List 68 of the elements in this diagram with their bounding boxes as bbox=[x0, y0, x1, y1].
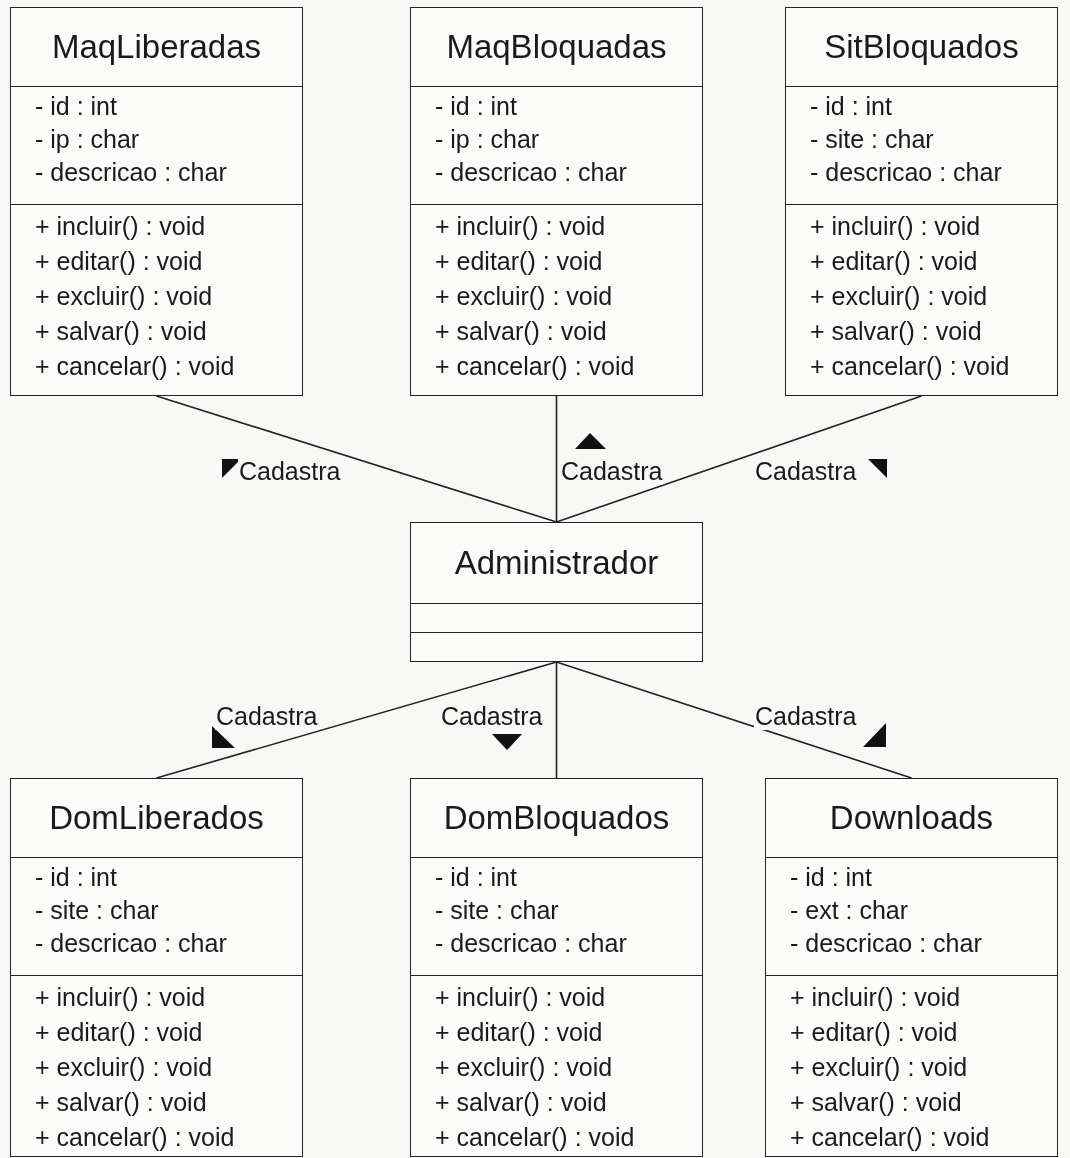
method-text: + editar() : void bbox=[435, 246, 603, 277]
attribute-text: - descricao : char bbox=[435, 157, 627, 188]
method-text: + excluir() : void bbox=[790, 1052, 968, 1083]
attribute-text: - descricao : char bbox=[810, 157, 1002, 188]
method-text: + excluir() : void bbox=[435, 1052, 613, 1083]
method-text: + excluir() : void bbox=[435, 281, 613, 312]
attribute-text: - ip : char bbox=[435, 124, 540, 155]
method-text: + salvar() : void bbox=[435, 1087, 607, 1118]
method-text: + salvar() : void bbox=[810, 316, 982, 347]
method-text: + editar() : void bbox=[810, 246, 978, 277]
class-box bbox=[765, 778, 1058, 1157]
method-text: + salvar() : void bbox=[35, 1087, 207, 1118]
method-text: + editar() : void bbox=[790, 1017, 958, 1048]
association-line bbox=[555, 661, 558, 779]
method-text: + editar() : void bbox=[35, 1017, 203, 1048]
method-text: + salvar() : void bbox=[435, 316, 607, 347]
attribute-text: - id : int bbox=[35, 862, 117, 893]
class-box bbox=[410, 778, 703, 1157]
method-text: + incluir() : void bbox=[790, 982, 961, 1013]
method-text: + cancelar() : void bbox=[35, 351, 235, 382]
class-name: MaqLiberadas bbox=[51, 28, 262, 66]
attribute-text: - id : int bbox=[35, 91, 117, 122]
association-line bbox=[555, 395, 923, 523]
association-line bbox=[155, 661, 558, 779]
class-name: Downloads bbox=[829, 799, 994, 837]
association-line bbox=[155, 395, 558, 523]
attribute-text: - id : int bbox=[435, 862, 517, 893]
association-line bbox=[555, 395, 558, 523]
method-text: + cancelar() : void bbox=[435, 1122, 635, 1153]
method-text: + incluir() : void bbox=[810, 211, 981, 242]
attribute-text: - descricao : char bbox=[435, 928, 627, 959]
method-text: + excluir() : void bbox=[35, 281, 213, 312]
attribute-text: - ip : char bbox=[35, 124, 140, 155]
class-name: SitBloquados bbox=[824, 28, 1019, 66]
class-box bbox=[10, 778, 303, 1157]
class-box bbox=[410, 7, 703, 396]
method-text: + incluir() : void bbox=[35, 211, 206, 242]
method-text: + cancelar() : void bbox=[810, 351, 1010, 382]
method-text: + salvar() : void bbox=[790, 1087, 962, 1118]
method-text: + incluir() : void bbox=[435, 211, 606, 242]
attribute-text: - descricao : char bbox=[35, 157, 227, 188]
method-text: + editar() : void bbox=[35, 246, 203, 277]
class-name: DomBloquados bbox=[443, 799, 670, 837]
method-text: + excluir() : void bbox=[35, 1052, 213, 1083]
method-text: + cancelar() : void bbox=[35, 1122, 235, 1153]
class-name: MaqBloquadas bbox=[446, 28, 667, 66]
method-text: + cancelar() : void bbox=[790, 1122, 990, 1153]
class-box bbox=[10, 7, 303, 396]
attribute-text: - site : char bbox=[35, 895, 159, 926]
attribute-text: - id : int bbox=[810, 91, 892, 122]
attribute-text: - site : char bbox=[810, 124, 934, 155]
association-line bbox=[555, 661, 913, 779]
method-text: + incluir() : void bbox=[35, 982, 206, 1013]
attribute-text: - ext : char bbox=[790, 895, 909, 926]
class-box bbox=[410, 522, 703, 662]
class-box bbox=[785, 7, 1058, 396]
method-text: + editar() : void bbox=[435, 1017, 603, 1048]
method-text: + cancelar() : void bbox=[435, 351, 635, 382]
method-text: + incluir() : void bbox=[435, 982, 606, 1013]
method-text: + excluir() : void bbox=[810, 281, 988, 312]
class-name: Administrador bbox=[454, 544, 659, 582]
attribute-text: - descricao : char bbox=[35, 928, 227, 959]
attribute-text: - id : int bbox=[790, 862, 872, 893]
attribute-text: - site : char bbox=[435, 895, 559, 926]
class-name: DomLiberados bbox=[49, 799, 264, 837]
attribute-text: - id : int bbox=[435, 91, 517, 122]
method-text: + salvar() : void bbox=[35, 316, 207, 347]
attribute-text: - descricao : char bbox=[790, 928, 982, 959]
